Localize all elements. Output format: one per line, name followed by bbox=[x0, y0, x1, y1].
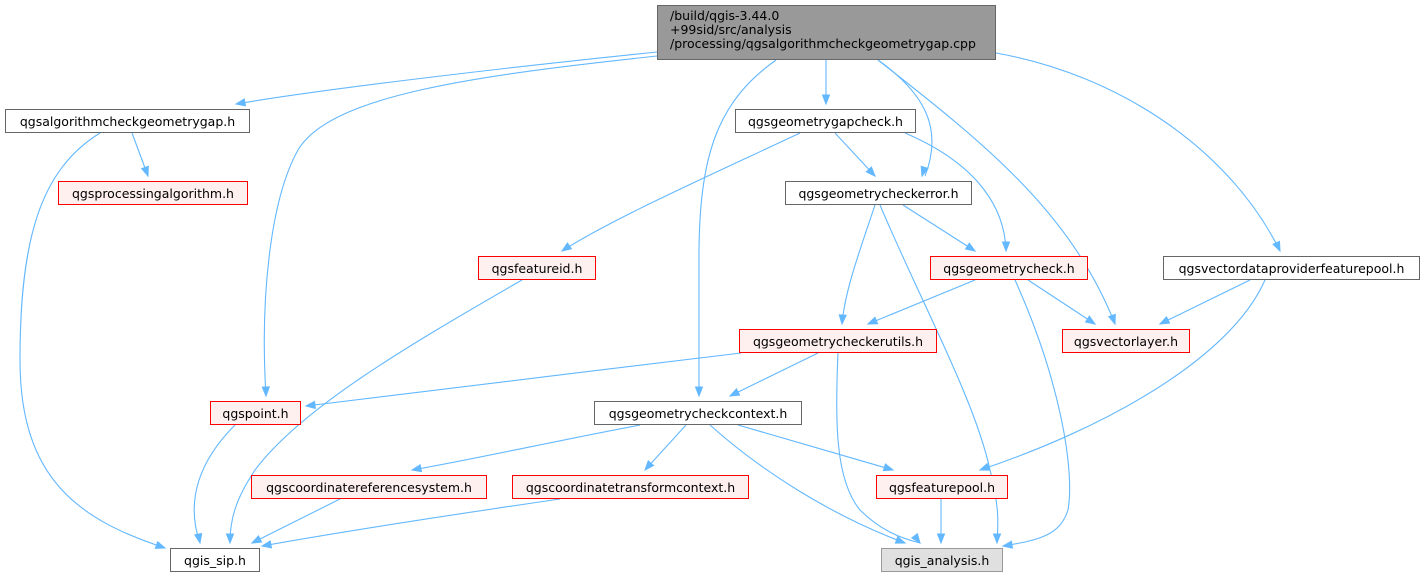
arrowhead bbox=[193, 532, 203, 545]
root-path-line-1: /build/qgis-3.44.0 bbox=[670, 8, 780, 23]
arrowhead bbox=[225, 533, 235, 545]
node-qgsfeatureid-h[interactable]: qgsfeatureid.h bbox=[478, 256, 596, 280]
node-qgsgeometrygapcheck-h[interactable]: qgsgeometrygapcheck.h bbox=[735, 109, 916, 133]
edge-geometrycheckerutils-to-qgspoint bbox=[304, 352, 742, 410]
edge-geometrycheck-to-qgis-analysis bbox=[1001, 279, 1071, 549]
edge-geometrycheckerror-to-qgis-analysis bbox=[879, 204, 1002, 545]
node-qgsfeaturepool-h[interactable]: qgsfeaturepool.h bbox=[876, 475, 1008, 499]
edge-geometrycheckerror-to-geometrycheck bbox=[902, 204, 977, 252]
edge-coordinatereferencesystem-to-qgis-sip bbox=[250, 498, 341, 544]
edge-geometrycheckcontext-to-coordinatereferencesystem bbox=[410, 424, 641, 473]
edge-algorithmcheckgeometrygap-to-qgis-sip bbox=[19, 132, 167, 549]
arrowhead bbox=[694, 386, 704, 398]
edge-root-to-qgspoint bbox=[261, 55, 658, 398]
arrowhead bbox=[1272, 240, 1281, 253]
arrowhead bbox=[1107, 313, 1116, 326]
edge-coordinatetransformcontext-to-qgis-sip bbox=[260, 498, 561, 549]
arrowhead bbox=[304, 400, 316, 410]
edge-vectordataproviderfeaturepool-to-featurepool bbox=[978, 279, 1266, 471]
arrowhead bbox=[1001, 241, 1011, 253]
arrowhead bbox=[838, 314, 847, 326]
edge-geometrygapcheck-to-featureid bbox=[560, 132, 801, 252]
node-qgsvectorlayer-h[interactable]: qgsvectorlayer.h bbox=[1062, 329, 1190, 353]
arrowhead bbox=[644, 460, 655, 472]
arrowhead bbox=[410, 463, 423, 473]
node-qgscoordinatereferencesystem-h[interactable]: qgscoordinatereferencesystem.h bbox=[251, 475, 487, 499]
arrowhead bbox=[140, 165, 149, 178]
arrowhead bbox=[936, 533, 946, 545]
edge-geometrycheckerror-to-geometrycheckerutils bbox=[838, 204, 876, 326]
arrowhead bbox=[234, 98, 247, 107]
node-qgsgeometrycheck-h[interactable]: qgsgeometrycheck.h bbox=[930, 256, 1088, 280]
root-file-node: /build/qgis-3.44.0 +99sid/src/analysis /… bbox=[657, 5, 996, 60]
arrowhead bbox=[261, 386, 271, 398]
arrowhead bbox=[920, 165, 929, 178]
edge-root-to-geometrycheckcontext bbox=[694, 59, 777, 398]
edge-qgspoint-to-qgis-sip bbox=[193, 424, 236, 545]
arrowhead bbox=[260, 540, 273, 549]
arrowhead bbox=[154, 540, 167, 549]
edge-featureid-to-qgis-sip bbox=[225, 279, 523, 545]
edge-geometrycheckcontext-to-coordinatetransformcontext bbox=[644, 424, 687, 472]
arrowhead bbox=[1084, 315, 1097, 325]
arrowhead bbox=[560, 242, 573, 252]
node-qgis-analysis-h[interactable]: qgis_analysis.h bbox=[881, 548, 1003, 572]
edge-geometrycheckerutils-to-geometrycheckcontext bbox=[728, 352, 819, 397]
edge-geometrygapcheck-to-geometrycheck bbox=[904, 132, 1011, 253]
edge-geometrycheckerutils-to-qgis-analysis bbox=[836, 352, 921, 545]
node-qgsvectordataproviderfeaturepool-h[interactable]: qgsvectordataproviderfeaturepool.h bbox=[1163, 256, 1420, 280]
edge-algorithmcheckgeometrygap-to-processingalgorithm bbox=[131, 132, 149, 178]
edge-root-to-geometrygapcheck bbox=[821, 60, 831, 106]
arrowhead bbox=[992, 533, 1002, 545]
node-qgscoordinatetransformcontext-h[interactable]: qgscoordinatetransformcontext.h bbox=[512, 475, 749, 499]
edge-geometrycheck-to-geometrycheckerutils bbox=[866, 279, 976, 325]
edge-root-to-vectordataproviderfeaturepool bbox=[995, 52, 1281, 253]
arrowhead bbox=[882, 463, 895, 472]
arrowhead bbox=[250, 534, 263, 544]
arrowhead bbox=[964, 242, 977, 252]
edge-vectordataproviderfeaturepool-to-vectorlayer bbox=[1158, 279, 1251, 325]
node-qgsgeometrycheckerror-h[interactable]: qgsgeometrycheckerror.h bbox=[785, 181, 972, 205]
node-qgsalgorithmcheckgeometrygap-h[interactable]: qgsalgorithmcheckgeometrygap.h bbox=[5, 109, 250, 133]
edge-geometrycheck-to-vectorlayer bbox=[1027, 279, 1097, 325]
arrowhead bbox=[978, 462, 991, 471]
edge-root-to-algorithmcheckgeometrygap bbox=[234, 51, 658, 107]
edge-geometrycheckcontext-to-featurepool bbox=[737, 424, 895, 472]
arrowhead bbox=[894, 535, 907, 544]
node-qgsgeometrycheckcontext-h[interactable]: qgsgeometrycheckcontext.h bbox=[594, 401, 802, 425]
edge-root-to-vectorlayer bbox=[877, 59, 1116, 326]
arrowhead bbox=[728, 387, 741, 397]
arrowhead bbox=[910, 532, 921, 545]
edge-geometrycheckcontext-to-qgis-analysis bbox=[709, 424, 907, 544]
arrowhead bbox=[821, 94, 831, 106]
node-qgsprocessingalgorithm-h[interactable]: qgsprocessingalgorithm.h bbox=[58, 181, 248, 205]
node-qgsgeometrycheckerutils-h[interactable]: qgsgeometrycheckerutils.h bbox=[739, 329, 937, 353]
edge-featurepool-to-qgis-analysis bbox=[936, 499, 946, 545]
arrowhead bbox=[865, 166, 876, 178]
root-path-line-2: +99sid/src/analysis bbox=[670, 22, 792, 37]
root-path-line-3: /processing/qgsalgorithmcheckgeometrygap… bbox=[670, 36, 976, 51]
arrowhead bbox=[866, 316, 879, 325]
edge-geometrygapcheck-to-geometrycheckerror bbox=[834, 132, 876, 178]
node-qgis-sip-h[interactable]: qgis_sip.h bbox=[170, 548, 260, 572]
arrowhead bbox=[1158, 315, 1171, 325]
node-qgspoint-h[interactable]: qgspoint.h bbox=[210, 401, 301, 425]
arrowhead bbox=[1001, 540, 1014, 549]
